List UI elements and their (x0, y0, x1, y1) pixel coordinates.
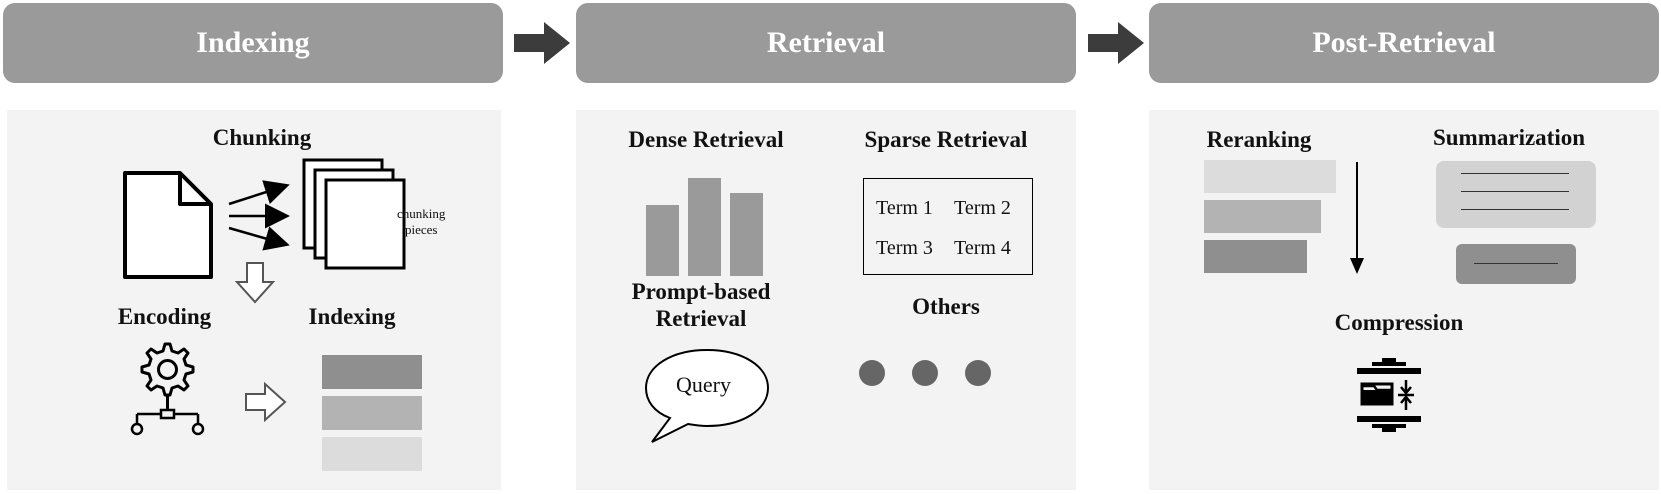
reranking-label: Reranking (1206, 127, 1312, 152)
dense-retrieval-label: Dense Retrieval (628, 127, 784, 152)
summarization-label: Summarization (1432, 125, 1586, 150)
chunked-pages-icon (302, 158, 406, 270)
chunking-pieces-label: chunking pieces (397, 206, 445, 238)
index-bar-light (322, 437, 422, 471)
chunking-pieces-line2: pieces (404, 222, 438, 237)
term-2: Term 2 (954, 197, 1011, 219)
right-arrow-icon (1088, 22, 1144, 64)
ellipsis-dots-icon (859, 360, 991, 386)
summary-line (1461, 173, 1569, 174)
others-label: Others (912, 294, 980, 319)
term-3: Term 3 (876, 237, 933, 259)
terms-box: Term 1 Term 2 Term 3 Term 4 (863, 178, 1033, 275)
index-bar-mid (322, 396, 422, 430)
indexing-panel: Chunking chunking pieces Encoding Indexi… (7, 110, 501, 490)
prompt-label-line2: Retrieval (655, 306, 747, 331)
bar-chart-icon (646, 178, 763, 276)
stage-title-retrieval: Retrieval (766, 26, 886, 59)
rerank-bar-light (1204, 160, 1336, 193)
stage-title-indexing: Indexing (196, 26, 310, 59)
summary-card-small (1456, 244, 1576, 284)
summary-card-large (1436, 161, 1596, 228)
retrieval-panel: Dense Retrieval Sparse Retrieval Term 1 … (576, 110, 1076, 490)
compression-press-icon (1357, 358, 1421, 432)
document-icon (123, 171, 213, 279)
stage-title-post-retrieval: Post-Retrieval (1312, 26, 1496, 59)
encoding-label: Encoding (117, 304, 212, 329)
stage-header-indexing: Indexing (3, 3, 503, 83)
speech-bubble-icon (644, 348, 770, 443)
term-1: Term 1 (876, 197, 933, 219)
stage-header-post-retrieval: Post-Retrieval (1149, 3, 1659, 83)
query-text: Query (676, 372, 731, 397)
prompt-label-line1: Prompt-based (631, 279, 771, 304)
right-arrow-icon (514, 22, 570, 64)
down-arrow-icon (234, 262, 276, 304)
summary-line (1474, 263, 1558, 264)
compression-label: Compression (1334, 310, 1464, 335)
rerank-bar-mid (1204, 200, 1321, 233)
index-bar-dark (322, 355, 422, 389)
rerank-bar-dark (1204, 240, 1307, 273)
chunking-pieces-line1: chunking (397, 206, 446, 221)
prompt-based-retrieval-label: Prompt-based Retrieval (616, 278, 786, 332)
term-4: Term 4 (954, 237, 1011, 259)
indexing-label: Indexing (308, 304, 396, 329)
post-retrieval-panel: Reranking Summarization Compression (1149, 110, 1659, 490)
down-long-arrow-icon (1350, 162, 1364, 274)
stage-header-retrieval: Retrieval (576, 3, 1076, 83)
sparse-retrieval-label: Sparse Retrieval (864, 127, 1028, 152)
chunking-label: Chunking (212, 125, 312, 150)
right-hollow-arrow-icon (245, 381, 287, 423)
split-arrows-icon (228, 180, 290, 251)
gear-network-icon (130, 342, 205, 436)
summary-line (1461, 191, 1569, 192)
summary-line (1461, 209, 1569, 210)
